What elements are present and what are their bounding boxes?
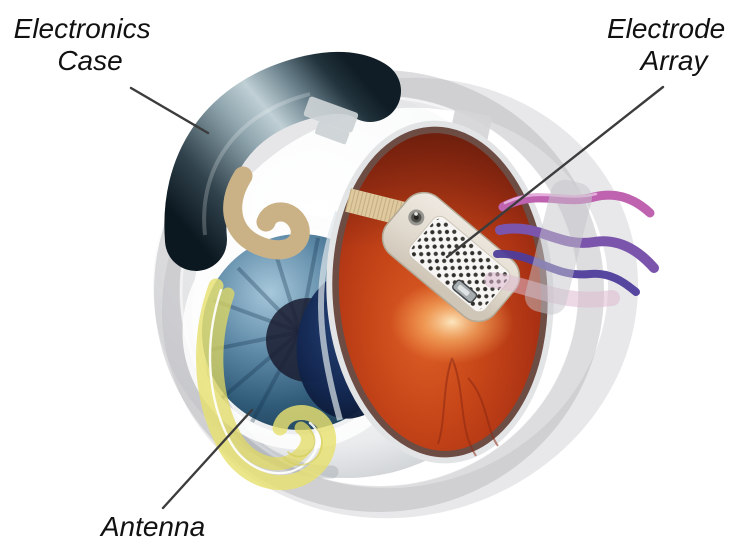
electrode-array-leader-line: [445, 85, 665, 259]
retinal-tack: [408, 209, 425, 226]
retina-vessels: [437, 357, 499, 457]
labels: Electronics Case Electrode Array Antenna: [14, 13, 733, 542]
ribbon-cable-loop: [223, 166, 310, 260]
electronics-case-leader-line: [129, 86, 210, 135]
electrode-array-label: Electrode Array: [607, 13, 733, 76]
electronics-case-label: Electronics Case: [14, 13, 159, 76]
case-clip-tab: [303, 96, 359, 145]
antenna-leader-line: [161, 408, 254, 510]
electronics-case: [164, 51, 401, 271]
electrode-array: [381, 191, 521, 323]
ribbon-cable-inner: [345, 188, 407, 226]
cornea-cut-edge: [318, 211, 343, 421]
array-connector: [452, 279, 478, 304]
antenna-label: Antenna: [99, 511, 205, 542]
leader-lines: [129, 85, 665, 510]
band-over-vessels: [524, 179, 592, 315]
antenna-coil: [196, 278, 337, 491]
array-electrode-grid: [411, 218, 508, 310]
